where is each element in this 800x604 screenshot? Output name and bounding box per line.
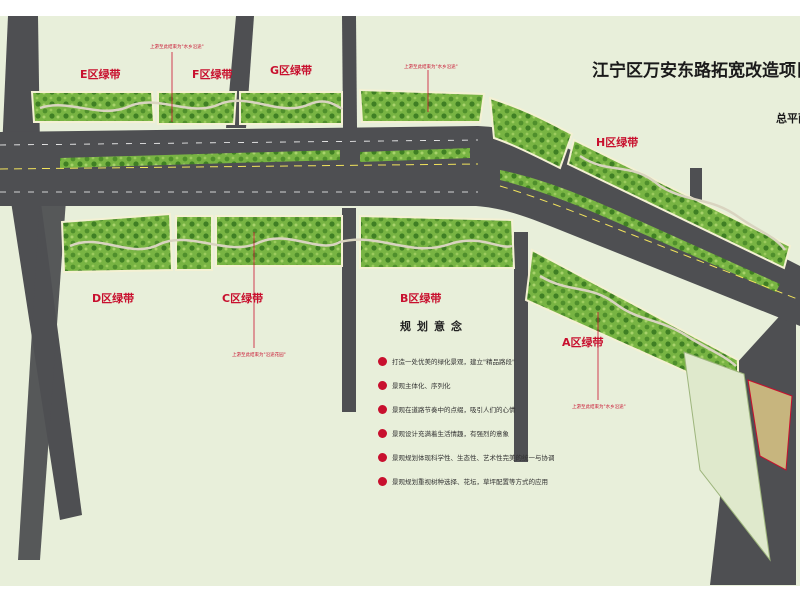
bullet-icon — [378, 428, 387, 438]
annotation-note-2: 上游至此结束为"水乡沿途" — [404, 65, 458, 70]
south-road-2 — [514, 232, 528, 462]
median-strip-west — [60, 150, 340, 168]
bullet-icon — [378, 452, 387, 462]
bullet-icon — [378, 356, 387, 366]
bullet-icon — [378, 380, 387, 390]
zone-label-f: F区绿带 — [192, 68, 233, 81]
annotation-note-4: 上游至此结束为"水乡沿途" — [572, 405, 626, 410]
plan-title: 江宁区万安东路拓宽改造项目绿化景观规划设 — [592, 61, 800, 81]
west-ramp-road-2 — [18, 200, 66, 560]
zone-label-e: E区绿带 — [80, 68, 121, 81]
winding-path-south — [69, 237, 513, 251]
green-belt-d — [488, 96, 574, 170]
annotation-note-1: 上游至此结束为"水乡沿途" — [150, 45, 204, 50]
west-road — [2, 16, 40, 150]
planning-concept: 规划意念 打造一处优美的绿化景观，建立"精品路段" 景观主体化、序列化 景观在道… — [378, 318, 555, 494]
concept-item: 景观主体化、序列化 — [378, 374, 538, 396]
green-belt-b — [215, 215, 343, 267]
lane-mark-1 — [0, 163, 479, 170]
concept-item: 景观在道路节奏中的点缀，吸引人们的心情 — [378, 398, 538, 420]
bullet-icon — [378, 404, 387, 414]
green-belt-c — [60, 212, 174, 274]
south-road-1 — [342, 208, 356, 412]
zone-label-a: A区绿带 — [562, 336, 604, 349]
zone-label-d: D区绿带 — [92, 292, 135, 305]
zone-label-b: B区绿带 — [400, 292, 442, 305]
annotation-note-3: 上游至此结束为"沿途花园" — [232, 353, 286, 358]
winding-path-southeast — [539, 274, 737, 367]
green-belt-e — [30, 91, 156, 123]
concept-item: 景观规划体现科学性、生态性、艺术性完美的统一与协调 — [378, 446, 555, 468]
concept-item: 景观规划重视树种选择、花坛，草坪配置等方式的应用 — [378, 470, 548, 492]
median-strip-east — [360, 148, 470, 162]
plan-subtitle: 总平面 — [776, 112, 800, 125]
green-belt-h — [358, 88, 486, 123]
lane-mark-2 — [499, 185, 800, 301]
concept-item: 打造一处优美的绿化景观，建立"精品路段" — [378, 350, 538, 372]
lane-mark-3 — [0, 139, 479, 146]
green-belt-d-east — [566, 138, 792, 270]
concept-item: 景观设计充满着生活情趣，有强烈的意象 — [378, 422, 538, 444]
zone-label-g: G区绿带 — [270, 64, 313, 77]
winding-path-diagonal — [579, 154, 787, 251]
north-road-2 — [342, 16, 357, 128]
plaza-corner — [683, 351, 771, 562]
green-belt-a-west — [359, 214, 516, 269]
winding-path-north — [39, 99, 344, 113]
planning-concept-heading: 规划意念 — [400, 320, 468, 333]
zone-label-c: C区绿带 — [222, 292, 264, 305]
median-strip-diagonal — [500, 170, 780, 292]
bullet-icon — [378, 476, 387, 486]
zone-label-h: H区绿带 — [596, 136, 639, 149]
plaza-corner-east — [747, 379, 793, 471]
green-belt-c-2 — [175, 215, 213, 271]
